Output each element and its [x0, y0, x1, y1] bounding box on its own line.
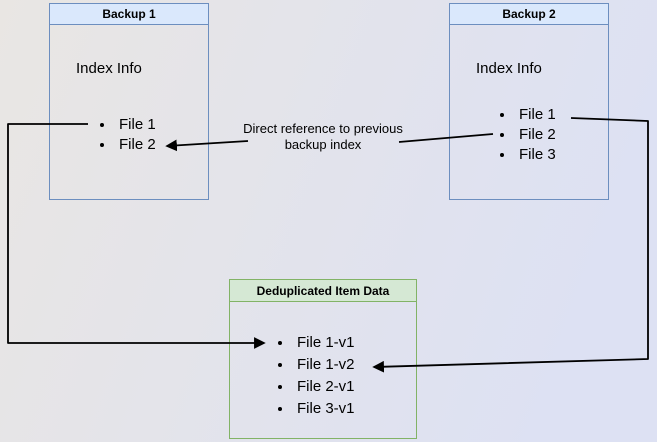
list-item: File 1-v1 — [293, 332, 355, 354]
backup2-file-list: File 1 File 2 File 3 — [501, 105, 556, 165]
list-item: File 1 — [515, 105, 556, 125]
list-item: File 2-v1 — [293, 376, 355, 398]
dedup-title: Deduplicated Item Data — [230, 280, 416, 302]
backup2-node: Backup 2 Index Info File 1 File 2 File 3 — [449, 3, 609, 200]
backup1-file-list: File 1 File 2 — [101, 115, 156, 155]
direct-reference-edge-label: Direct reference to previous backup inde… — [243, 121, 403, 152]
list-item: File 3-v1 — [293, 398, 355, 420]
list-item: File 3 — [515, 145, 556, 165]
backup2-index-info-label: Index Info — [476, 60, 542, 77]
backup1-title: Backup 1 — [50, 4, 208, 25]
backup2-title: Backup 2 — [450, 4, 608, 25]
list-item: File 2 — [115, 135, 156, 155]
dedup-node: Deduplicated Item Data File 1-v1 File 1-… — [229, 279, 417, 439]
backup1-index-info-label: Index Info — [76, 60, 142, 77]
dedup-file-list: File 1-v1 File 1-v2 File 2-v1 File 3-v1 — [279, 332, 355, 420]
list-item: File 1 — [115, 115, 156, 135]
list-item: File 2 — [515, 125, 556, 145]
list-item: File 1-v2 — [293, 354, 355, 376]
backup1-node: Backup 1 Index Info File 1 File 2 — [49, 3, 209, 200]
